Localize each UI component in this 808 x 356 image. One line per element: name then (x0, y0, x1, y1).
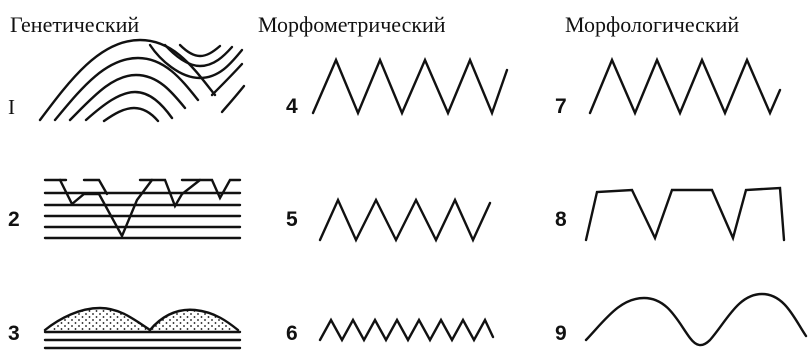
item-number-4: 4 (286, 95, 298, 118)
column-title-morphometric: Морфометрический (258, 12, 446, 37)
item-number-5: 5 (286, 208, 298, 231)
item-number-7: 7 (555, 95, 567, 118)
item-number-9: 9 (555, 322, 567, 345)
item-number-8: 8 (555, 208, 567, 231)
item-number-3: 3 (8, 322, 20, 345)
column-title-morphologic: Морфологический (565, 12, 740, 37)
item-number-6: 6 (286, 322, 298, 345)
item-number-1: I (8, 95, 15, 119)
column-title-genetic: Генетический (10, 12, 140, 37)
item-number-2: 2 (8, 208, 20, 231)
